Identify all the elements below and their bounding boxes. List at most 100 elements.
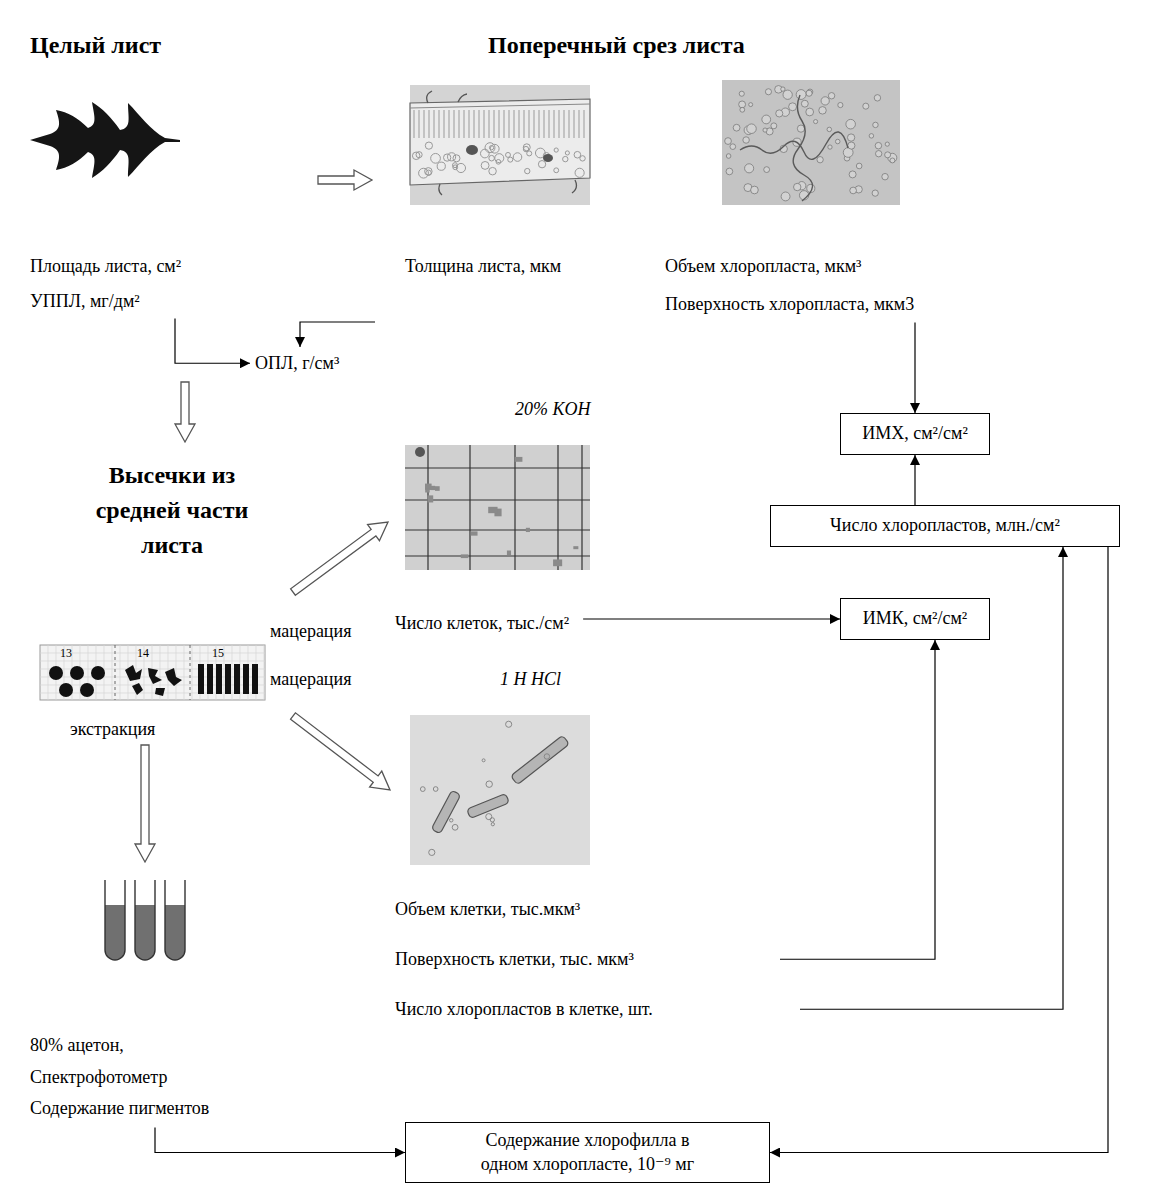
drawing-part bbox=[515, 457, 523, 462]
step-label: мацерация bbox=[270, 620, 351, 643]
box-text: ИМХ, см²/см² bbox=[862, 422, 968, 445]
measure-label: Объем хлоропласта, мкм³ bbox=[665, 255, 861, 278]
drawing-part bbox=[872, 190, 878, 196]
drawing-part bbox=[489, 155, 495, 161]
drawing-part bbox=[573, 546, 578, 549]
drawing-part bbox=[165, 880, 185, 960]
drawing-part bbox=[91, 666, 105, 680]
drawing-part bbox=[415, 447, 425, 457]
drawing-part bbox=[480, 149, 489, 158]
drawing-part bbox=[40, 661, 265, 662]
drawing-part bbox=[524, 110, 525, 138]
drawing-part bbox=[797, 125, 804, 132]
drawing-part bbox=[405, 445, 590, 570]
process-box: ИМК, см²/см² bbox=[840, 598, 990, 640]
drawing-part bbox=[459, 110, 460, 138]
drawing-part bbox=[765, 89, 771, 95]
drawing-part bbox=[454, 110, 455, 138]
hollow-arrow bbox=[135, 745, 155, 862]
drawing-part bbox=[508, 157, 513, 162]
drawing-part bbox=[526, 528, 530, 532]
drawing-part bbox=[410, 715, 590, 865]
drawing-part bbox=[726, 168, 733, 175]
drawing-part bbox=[776, 110, 783, 117]
drawing-part bbox=[523, 144, 530, 151]
process-box: ИМХ, см²/см² bbox=[840, 413, 990, 455]
drawing-part bbox=[875, 142, 882, 149]
drawing-part bbox=[771, 123, 777, 129]
drawing-part bbox=[762, 115, 771, 124]
drawing-part bbox=[828, 145, 832, 149]
drawing-part bbox=[543, 154, 553, 162]
drawing-part bbox=[783, 90, 792, 99]
drawing-part bbox=[132, 683, 143, 695]
sample-number: 14 bbox=[137, 646, 149, 661]
drawing-part bbox=[511, 735, 570, 784]
drawing-part bbox=[494, 110, 495, 138]
drawing-part bbox=[835, 139, 840, 144]
drawing-part bbox=[554, 148, 558, 152]
drawing-part bbox=[563, 156, 568, 161]
process-box: Число хлоропластов, млн./см² bbox=[770, 505, 1120, 547]
drawing-part bbox=[207, 664, 213, 694]
section-heading: Поперечный срез листа bbox=[488, 30, 745, 60]
drawing-part bbox=[575, 168, 584, 177]
leader-arrow bbox=[155, 1128, 405, 1153]
drawing-part bbox=[569, 110, 570, 138]
sample-number: 13 bbox=[60, 646, 72, 661]
leader-arrow bbox=[175, 319, 250, 364]
drawing-part bbox=[544, 754, 549, 759]
drawing-part bbox=[801, 100, 808, 107]
drawing-part bbox=[523, 146, 528, 151]
drawing-part bbox=[165, 668, 182, 686]
drawing-part bbox=[506, 721, 512, 727]
hollow-arrow bbox=[318, 170, 372, 190]
drawing-part bbox=[514, 445, 515, 570]
drawing-part bbox=[449, 110, 450, 138]
drawing-part bbox=[743, 137, 749, 143]
chloroplast-photo bbox=[722, 80, 900, 205]
cross-section-photo bbox=[410, 85, 590, 205]
drawing-part bbox=[751, 186, 759, 194]
measure-label: УППЛ, мг/дм² bbox=[30, 290, 140, 313]
drawing-part bbox=[873, 122, 878, 127]
drawing-part bbox=[479, 110, 480, 138]
drawing-part bbox=[434, 110, 435, 138]
drawing-part bbox=[730, 144, 736, 150]
drawing-part bbox=[70, 666, 84, 680]
measure-label: Число хлоропластов в клетке, шт. bbox=[395, 998, 653, 1021]
drawing-part bbox=[424, 110, 425, 138]
drawing-part bbox=[847, 134, 854, 141]
drawing-part bbox=[439, 110, 440, 138]
drawing-part bbox=[574, 151, 581, 158]
drawing-part bbox=[495, 154, 504, 163]
drawing-part bbox=[740, 95, 848, 201]
drawing-part bbox=[819, 107, 827, 115]
measure-label: ОПЛ, г/см³ bbox=[255, 352, 339, 375]
drawing-part bbox=[733, 124, 740, 131]
drawing-part bbox=[431, 790, 460, 834]
drawing-part bbox=[426, 170, 431, 175]
section-heading: Целый лист bbox=[30, 30, 161, 60]
drawing-part bbox=[549, 110, 550, 138]
drawing-part bbox=[848, 142, 855, 149]
drawing-part bbox=[544, 110, 545, 138]
drawing-part bbox=[105, 880, 125, 960]
drawing-part bbox=[554, 168, 559, 173]
drawing-part bbox=[789, 103, 797, 111]
method-note: 80% ацетон, Спектрофотометр Содержание п… bbox=[30, 1030, 230, 1125]
drawing-part bbox=[425, 142, 432, 149]
drawing-part bbox=[513, 153, 522, 162]
drawing-part bbox=[135, 905, 155, 960]
drawing-part bbox=[739, 101, 746, 108]
measure-label: Поверхность клетки, тыс. мкм³ bbox=[395, 948, 634, 971]
drawing-part bbox=[491, 823, 494, 826]
drawing-part bbox=[581, 445, 582, 570]
process-box: Содержание хлорофилла в одном хлоропласт… bbox=[405, 1122, 770, 1183]
flow-arrow bbox=[914, 455, 915, 505]
drawing-part bbox=[553, 559, 562, 566]
drawing-part bbox=[410, 85, 590, 205]
drawing-part bbox=[469, 445, 470, 570]
drawing-part bbox=[565, 151, 569, 155]
drawing-part bbox=[489, 167, 497, 175]
